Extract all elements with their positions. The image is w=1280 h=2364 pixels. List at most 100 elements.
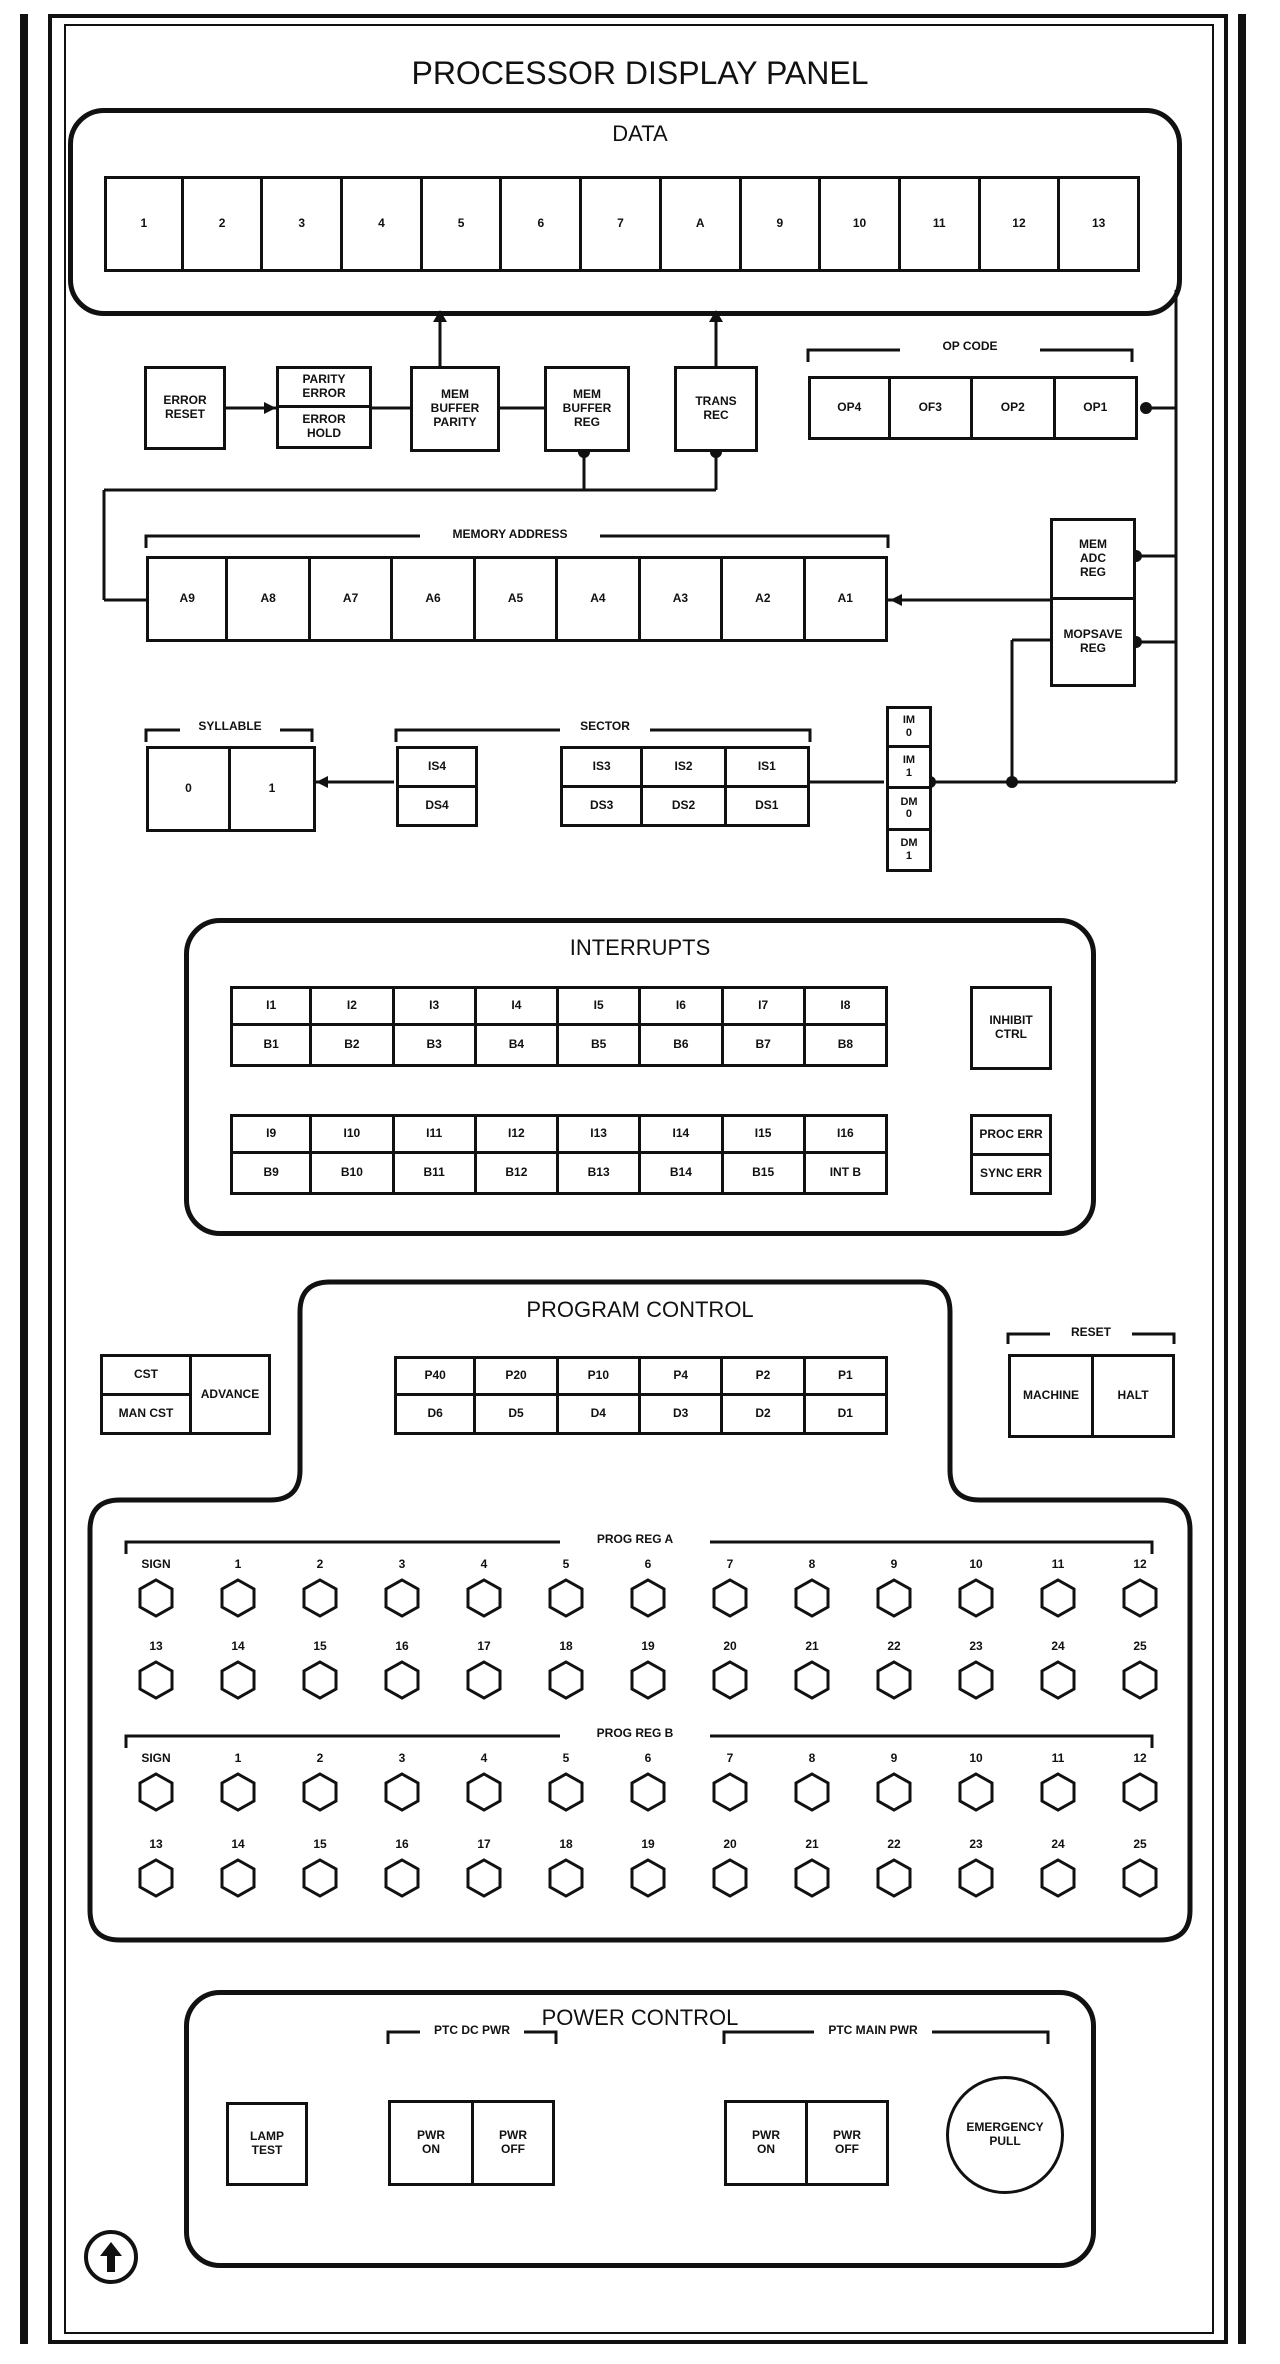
- data-bit-lamp-7: A: [658, 176, 742, 272]
- prog-reg-a-bit-hex-lamp-icon[interactable]: [874, 1578, 914, 1618]
- man-cst-button[interactable]: MAN CST: [100, 1393, 192, 1435]
- prog-reg-a-bit-hex-lamp-icon[interactable]: [628, 1660, 668, 1700]
- prog-reg-b-bit-hex-lamp-icon[interactable]: [464, 1858, 504, 1898]
- emergency-pull-switch[interactable]: EMERGENCY PULL: [946, 2076, 1064, 2194]
- prog-reg-b-bit-hex-lamp-icon[interactable]: [464, 1772, 504, 1812]
- prog-reg-b-bit-hex-lamp-icon[interactable]: [710, 1772, 750, 1812]
- main-pwr-off-button[interactable]: PWR OFF: [805, 2100, 889, 2186]
- im-dm-lamp-0: IM 0: [886, 706, 932, 748]
- prog-reg-a-bit-hex-lamp-icon[interactable]: [300, 1578, 340, 1618]
- prog-reg-b-bit-hex-lamp-icon[interactable]: [1120, 1772, 1160, 1812]
- prog-reg-b-bit-hex-lamp-icon[interactable]: [710, 1858, 750, 1898]
- prog-reg-a-bit-hex-lamp-icon[interactable]: [1038, 1660, 1078, 1700]
- prog-reg-a-bit-hex-lamp-icon[interactable]: [546, 1660, 586, 1700]
- prog-reg-b-bit-hex-lamp-icon[interactable]: [382, 1772, 422, 1812]
- prog-reg-a-bit-label: 13: [149, 1639, 163, 1653]
- prog-reg-a-bit-hex-lamp-icon[interactable]: [710, 1660, 750, 1700]
- inhibit-ctrl-button[interactable]: INHIBIT CTRL: [970, 986, 1052, 1070]
- prog-reg-a-bit-label: 21: [805, 1639, 819, 1653]
- sector-ds-lamp-2: DS1: [723, 785, 810, 827]
- prog-reg-a-bit-hex-lamp-icon[interactable]: [136, 1578, 176, 1618]
- prog-reg-a-bit-hex-lamp-icon[interactable]: [956, 1660, 996, 1700]
- error-hold-indicator[interactable]: ERROR HOLD: [276, 405, 372, 449]
- prog-reg-b-bit-hex-lamp-icon[interactable]: [218, 1858, 258, 1898]
- prog-reg-b-bit-hex-lamp-icon[interactable]: [874, 1858, 914, 1898]
- prog-reg-b-bit-hex-lamp-icon[interactable]: [382, 1858, 422, 1898]
- prog-reg-b-bit-hex-lamp-icon[interactable]: [956, 1772, 996, 1812]
- interrupt-i-lamp-7: I16: [802, 1114, 888, 1154]
- prog-reg-b-bit-hex-lamp-icon[interactable]: [1038, 1772, 1078, 1812]
- dc-pwr-on-button[interactable]: PWR ON: [388, 2100, 474, 2186]
- op-code-lamp-1: OF3: [887, 376, 973, 440]
- op-code-lamp-2: OP2: [970, 376, 1056, 440]
- prog-reg-a-bit-hex-lamp-icon[interactable]: [300, 1660, 340, 1700]
- prog-reg-b-bit-hex-lamp-icon[interactable]: [628, 1858, 668, 1898]
- dc-pwr-off-button[interactable]: PWR OFF: [471, 2100, 555, 2186]
- prog-reg-a-bit-hex-lamp-icon[interactable]: [710, 1578, 750, 1618]
- prog-reg-b-bit-hex-lamp-icon[interactable]: [792, 1858, 832, 1898]
- prog-reg-b-bit-label: 12: [1133, 1751, 1147, 1765]
- prog-reg-a-bit-hex-lamp-icon[interactable]: [136, 1660, 176, 1700]
- memory-address-lamp-3: A6: [390, 556, 476, 642]
- advance-button[interactable]: ADVANCE: [189, 1354, 271, 1435]
- prog-reg-a-bit-hex-lamp-icon[interactable]: [382, 1578, 422, 1618]
- prog-reg-b-bit-hex-lamp-icon[interactable]: [136, 1858, 176, 1898]
- data-bit-lamp-1: 2: [180, 176, 264, 272]
- prog-reg-a-bit-hex-lamp-icon[interactable]: [956, 1578, 996, 1618]
- prog-reg-b-bit-hex-lamp-icon[interactable]: [136, 1772, 176, 1812]
- prog-reg-a-bit-hex-lamp-icon[interactable]: [464, 1578, 504, 1618]
- prog-reg-a-bit-label: 11: [1051, 1557, 1065, 1571]
- data-bit-lamp-2: 3: [260, 176, 344, 272]
- program-control-label: PROGRAM CONTROL: [526, 1297, 754, 1322]
- panel-frame: [48, 14, 1228, 2344]
- prog-reg-a-bit-hex-lamp-icon[interactable]: [1120, 1578, 1160, 1618]
- lamp-test-button[interactable]: LAMP TEST: [226, 2102, 308, 2186]
- interrupt-i-lamp-3: I4: [473, 986, 559, 1026]
- interrupt-b-lamp-5: B14: [638, 1151, 724, 1195]
- prog-reg-a-bit-hex-lamp-icon[interactable]: [792, 1578, 832, 1618]
- halt-reset-button[interactable]: HALT: [1091, 1354, 1175, 1438]
- main-pwr-on-button[interactable]: PWR ON: [724, 2100, 808, 2186]
- prog-reg-b-bit-hex-lamp-icon[interactable]: [218, 1772, 258, 1812]
- prog-reg-a-bit-hex-lamp-icon[interactable]: [628, 1578, 668, 1618]
- prog-reg-b-bit-hex-lamp-icon[interactable]: [792, 1772, 832, 1812]
- interrupt-i-lamp-7: I8: [802, 986, 888, 1026]
- prog-reg-a-bit-hex-lamp-icon[interactable]: [218, 1578, 258, 1618]
- prog-reg-a-bit-hex-lamp-icon[interactable]: [218, 1660, 258, 1700]
- memory-address-lamp-6: A3: [637, 556, 724, 642]
- interrupt-b-lamp-6: B15: [720, 1151, 806, 1195]
- memory-address-lamp-8: A1: [802, 556, 888, 642]
- syllable-label: SYLLABLE: [180, 719, 280, 734]
- prog-reg-b-bit-hex-lamp-icon[interactable]: [1038, 1858, 1078, 1898]
- prog-reg-a-bit-hex-lamp-icon[interactable]: [546, 1578, 586, 1618]
- machine-reset-button[interactable]: MACHINE: [1008, 1354, 1094, 1438]
- prog-reg-a-bit-label: 9: [890, 1557, 898, 1571]
- error-reset-button[interactable]: ERROR RESET: [144, 366, 226, 450]
- prog-reg-b-bit-hex-lamp-icon[interactable]: [546, 1858, 586, 1898]
- data-bit-lamp-5: 6: [499, 176, 583, 272]
- prog-reg-b-bit-hex-lamp-icon[interactable]: [300, 1858, 340, 1898]
- prog-reg-a-bit-hex-lamp-icon[interactable]: [792, 1660, 832, 1700]
- prog-reg-a-bit-hex-lamp-icon[interactable]: [382, 1660, 422, 1700]
- prog-reg-b-bit-label: 16: [395, 1837, 409, 1851]
- prog-reg-a-bit-hex-lamp-icon[interactable]: [874, 1660, 914, 1700]
- prog-reg-a-bit-hex-lamp-icon[interactable]: [1038, 1578, 1078, 1618]
- prog-reg-a-bit-hex-lamp-icon[interactable]: [464, 1660, 504, 1700]
- interrupt-i-lamp-4: I5: [556, 986, 642, 1026]
- prog-reg-b-bit-hex-lamp-icon[interactable]: [628, 1772, 668, 1812]
- sector-is4: IS4: [396, 746, 478, 788]
- interrupt-b-lamp-2: B3: [391, 1023, 477, 1067]
- cst-button[interactable]: CST: [100, 1354, 192, 1396]
- data-label: DATA: [612, 121, 668, 146]
- prog-reg-b-bit-hex-lamp-icon[interactable]: [956, 1858, 996, 1898]
- prog-reg-b-bit-hex-lamp-icon[interactable]: [300, 1772, 340, 1812]
- prog-reg-b-bit-hex-lamp-icon[interactable]: [546, 1772, 586, 1812]
- prog-reg-b-bit-hex-lamp-icon[interactable]: [874, 1772, 914, 1812]
- prog-reg-a-bit-hex-lamp-icon[interactable]: [1120, 1660, 1160, 1700]
- prog-reg-b-bit-label: 20: [723, 1837, 737, 1851]
- program-control-p-lamp-2: P10: [555, 1356, 641, 1396]
- prog-reg-b-bit-hex-lamp-icon[interactable]: [1120, 1858, 1160, 1898]
